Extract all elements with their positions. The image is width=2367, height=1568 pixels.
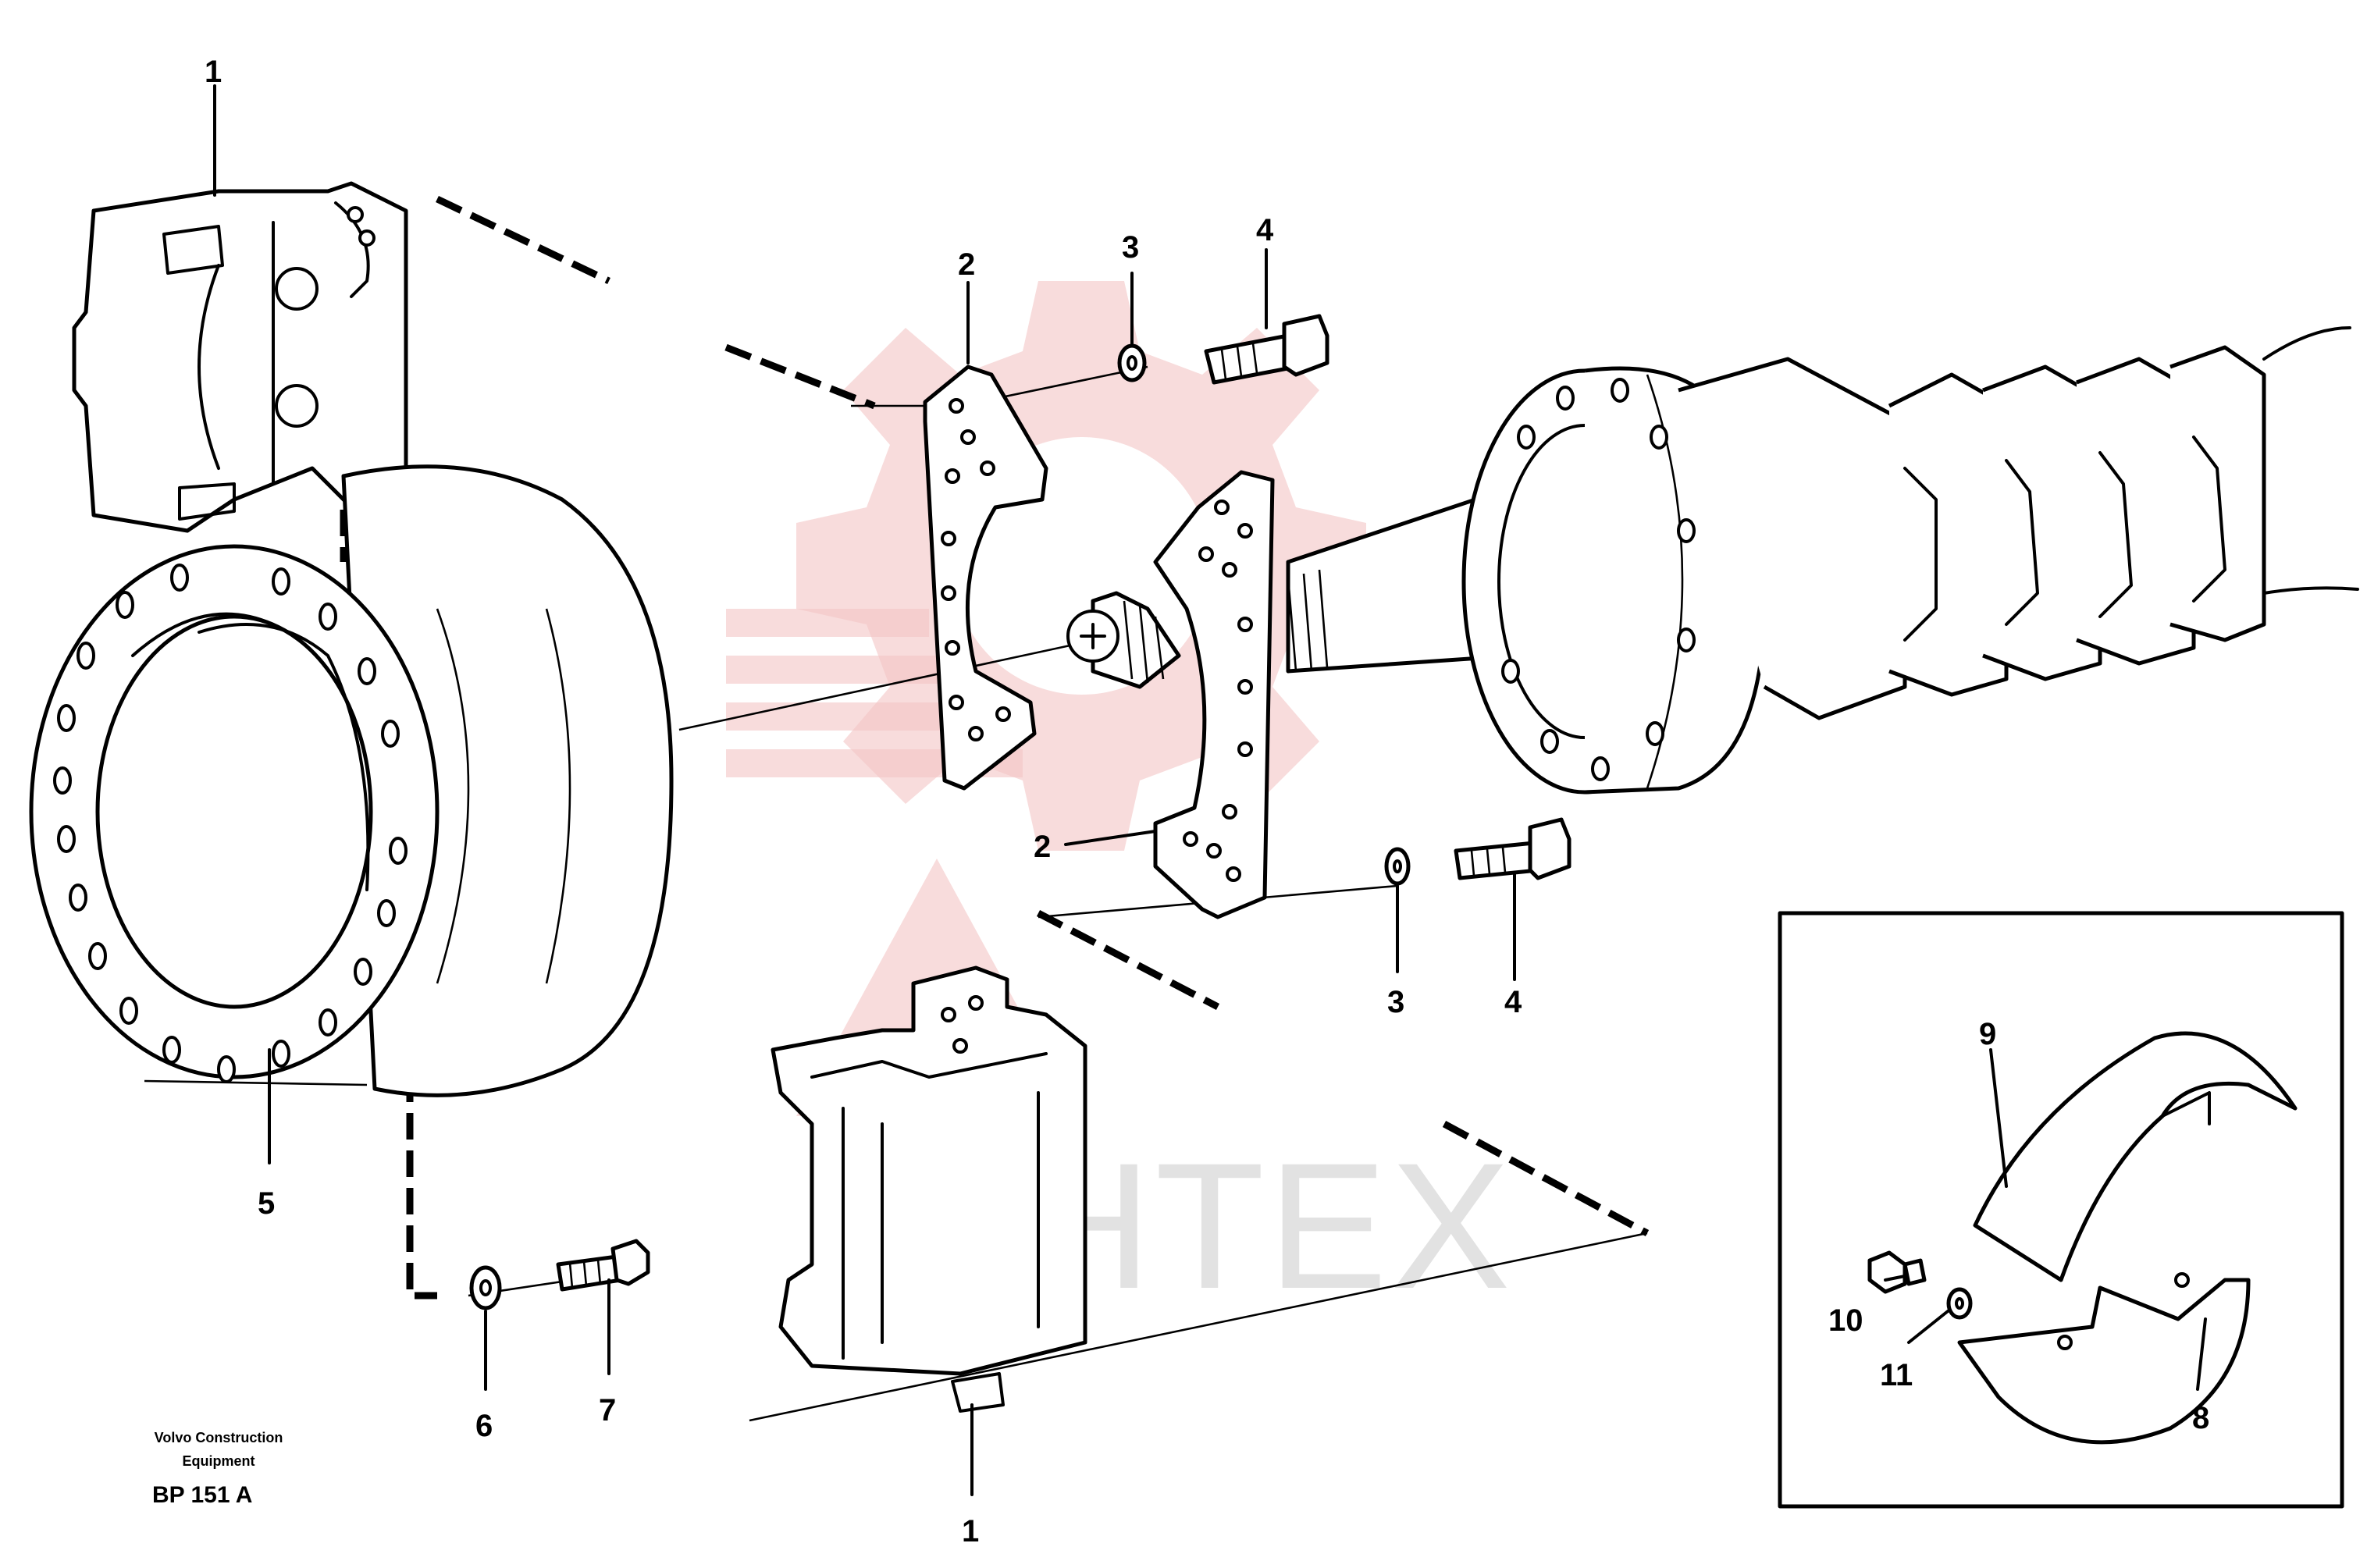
washer-disc — [469, 1265, 502, 1310]
callout-2-bottom: 2 — [1034, 830, 1051, 864]
callout-7: 7 — [599, 1393, 616, 1428]
brake-caliper-bottom — [771, 965, 1087, 1413]
callout-8: 8 — [2192, 1401, 2209, 1435]
hub-shaft — [1066, 591, 1181, 689]
callout-4-top: 4 — [1256, 213, 1274, 247]
callout-6: 6 — [475, 1409, 493, 1443]
callout-10: 10 — [1828, 1303, 1863, 1338]
callout-1-top: 1 — [205, 55, 222, 89]
bolt-disc — [556, 1239, 650, 1292]
caption-drawing-code: BP 151 A — [152, 1482, 252, 1508]
bracket-plate-bottom — [1153, 470, 1275, 919]
bolt-top — [1204, 314, 1329, 385]
brake-caliper-top — [72, 181, 408, 533]
caption-company-line1: Volvo Construction — [155, 1430, 283, 1445]
leader-lines — [213, 84, 2207, 1496]
detail-inset — [1778, 911, 2344, 1509]
washer-bottom — [1384, 847, 1411, 886]
caption: Volvo Construction Equipment BP 151 A — [152, 1430, 283, 1508]
callout-3-bottom: 3 — [1387, 985, 1404, 1019]
axle-housing — [1286, 326, 2359, 795]
brake-disc — [29, 464, 674, 1097]
bracket-plate-top — [923, 364, 1048, 791]
callout-11: 11 — [1880, 1358, 1913, 1392]
washer-top — [1117, 343, 1147, 382]
callout-1-bottom: 1 — [962, 1514, 979, 1548]
caption-company-line2: Equipment — [183, 1453, 255, 1469]
callout-2-top: 2 — [958, 247, 975, 282]
callout-numbers: 1 2 3 4 2 3 4 5 6 7 1 9 10 11 8 — [205, 55, 2209, 1548]
callout-5: 5 — [258, 1186, 275, 1221]
bolt-bottom — [1454, 817, 1571, 880]
callout-3-top: 3 — [1122, 230, 1139, 265]
callout-9: 9 — [1979, 1017, 1996, 1051]
callout-4-bottom: 4 — [1504, 985, 1522, 1019]
